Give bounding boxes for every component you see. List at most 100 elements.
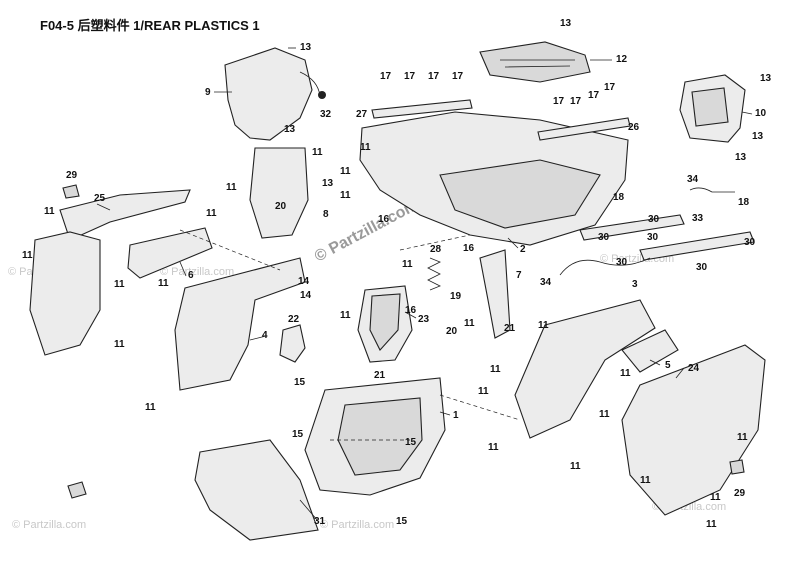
callout: 13	[284, 124, 296, 135]
part-34-cable-upper	[689, 187, 735, 193]
watermark-center: © Partzilla.com	[312, 197, 421, 266]
callout: 17	[380, 71, 392, 82]
callout: 29	[734, 488, 746, 499]
callout: 5	[665, 360, 671, 371]
callout: 11	[340, 310, 351, 321]
callout: 17	[452, 71, 464, 82]
part-left-fender	[29, 231, 101, 356]
callout: 8	[323, 209, 329, 220]
callout: 11	[488, 442, 499, 453]
part-24-right-fender	[621, 344, 766, 516]
callout: 11	[114, 279, 125, 290]
callout: 16	[463, 243, 475, 254]
part-28-spring	[427, 257, 441, 291]
watermark: © Partzilla.com	[12, 519, 86, 531]
callout: 13	[735, 152, 747, 163]
callout: 11	[599, 409, 610, 420]
callout: 11	[340, 166, 351, 177]
callout: 11	[312, 147, 323, 158]
part-7-bracket	[479, 249, 511, 339]
callout: 24	[688, 363, 700, 374]
callout: 30	[616, 257, 628, 268]
callout: 15	[292, 429, 304, 440]
part-9-panel	[224, 47, 313, 141]
callout: 16	[405, 305, 417, 316]
callout: 11	[158, 278, 169, 289]
part-26-bracket	[537, 117, 631, 141]
part-34-cable-lower	[559, 257, 651, 276]
callout: 11	[114, 339, 125, 350]
callout: 7	[516, 270, 522, 281]
callout: 30	[648, 214, 660, 225]
leader-lines	[96, 47, 753, 522]
callout: 11	[710, 492, 721, 503]
part-31-floor-mat	[194, 439, 319, 541]
callout: 14	[300, 290, 312, 301]
part-8-bracket	[249, 147, 309, 239]
callout: 11	[360, 142, 371, 153]
callout: 11	[340, 190, 351, 201]
callout: 21	[504, 323, 516, 334]
callout: 11	[737, 432, 748, 443]
callout: 16	[378, 214, 390, 225]
part-4-side-panel	[174, 257, 306, 391]
callout: 6	[188, 270, 194, 281]
callout: 11	[464, 318, 475, 329]
callout: 30	[598, 232, 610, 243]
callout: 14	[298, 276, 310, 287]
part-29-clip-right	[729, 459, 745, 475]
callout: 17	[588, 90, 600, 101]
callout: 4	[262, 330, 268, 341]
callout: 18	[613, 192, 625, 203]
part-30-rail-right	[639, 231, 755, 261]
assembly-line	[179, 229, 281, 271]
callout: 11	[145, 402, 156, 413]
part-3-right-panel	[514, 299, 656, 439]
assembly-line	[399, 234, 471, 251]
callout: 17	[404, 71, 416, 82]
part-tub-floor	[439, 159, 601, 229]
callout: 20	[275, 201, 287, 212]
callout: 11	[44, 206, 55, 217]
callout: 13	[322, 178, 334, 189]
callout: 30	[696, 262, 708, 273]
callout: 11	[706, 519, 717, 530]
callout: 11	[538, 320, 549, 331]
callout: 13	[760, 73, 772, 84]
part-27-bracket	[371, 99, 473, 119]
callout: 11	[490, 364, 501, 375]
watermark: © Partzilla.com	[320, 519, 394, 531]
callout: 30	[744, 237, 756, 248]
watermark: © Partzilla.com	[160, 266, 234, 278]
callout: 34	[687, 174, 699, 185]
callout: 17	[553, 96, 565, 107]
callout: 26	[628, 122, 640, 133]
callout: 11	[226, 182, 237, 193]
part-23-stripe	[369, 293, 401, 351]
part-5-trim	[621, 329, 679, 373]
callout: 13	[560, 18, 572, 29]
callout: 15	[396, 516, 408, 527]
callout: 27	[356, 109, 368, 120]
part-32-grommet	[318, 91, 326, 99]
callout: 12	[616, 54, 628, 65]
callout: 30	[647, 232, 659, 243]
part-30-rail-left	[579, 214, 685, 241]
callout: 23	[418, 314, 430, 325]
diagram-title: F04-5 后塑料件 1/REAR PLASTICS 1	[40, 18, 260, 33]
callout: 3	[632, 279, 638, 290]
callout: 11	[22, 250, 33, 261]
callout: 13	[752, 131, 764, 142]
callout: 17	[428, 71, 440, 82]
callout: 11	[640, 475, 651, 486]
callout: 11	[478, 386, 489, 397]
part-12-ribs	[500, 59, 575, 68]
callout: 11	[570, 461, 581, 472]
part-29-clip-left	[62, 184, 80, 199]
callout: 11	[402, 259, 413, 270]
callout: 20	[446, 326, 458, 337]
callout: 32	[320, 109, 332, 120]
callout: 17	[604, 82, 616, 93]
part-12-seat-cover	[479, 41, 591, 83]
